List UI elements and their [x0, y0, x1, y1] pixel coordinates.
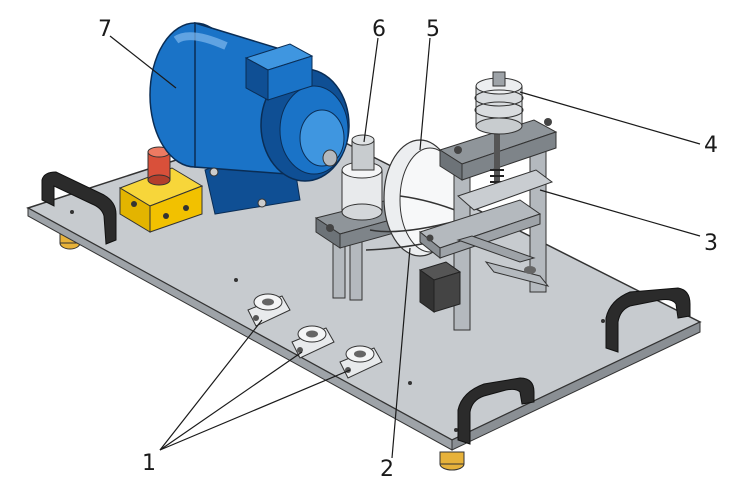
callout-7: 7	[98, 17, 112, 42]
press-assembly	[418, 71, 558, 331]
electric-motor	[149, 21, 350, 215]
callout-2: 2	[380, 457, 394, 482]
callout-labels: 1 2 3 4 5 6 7	[98, 17, 718, 482]
handle-left	[41, 171, 117, 245]
switch-button	[147, 146, 171, 186]
callout-3: 3	[704, 231, 718, 256]
lever-arm	[456, 235, 550, 287]
spring	[490, 169, 504, 195]
mounting-bosses	[247, 293, 383, 379]
switch-box	[118, 167, 204, 233]
callout-6: 6	[372, 17, 386, 42]
callout-1: 1	[142, 451, 156, 476]
handle-right	[605, 287, 691, 353]
callout-4: 4	[704, 133, 718, 158]
handle-front	[457, 377, 535, 445]
sensor-block	[418, 261, 462, 313]
leader-lines	[109, 35, 701, 459]
weight-stack	[474, 71, 524, 135]
callout-5: 5	[426, 17, 440, 42]
